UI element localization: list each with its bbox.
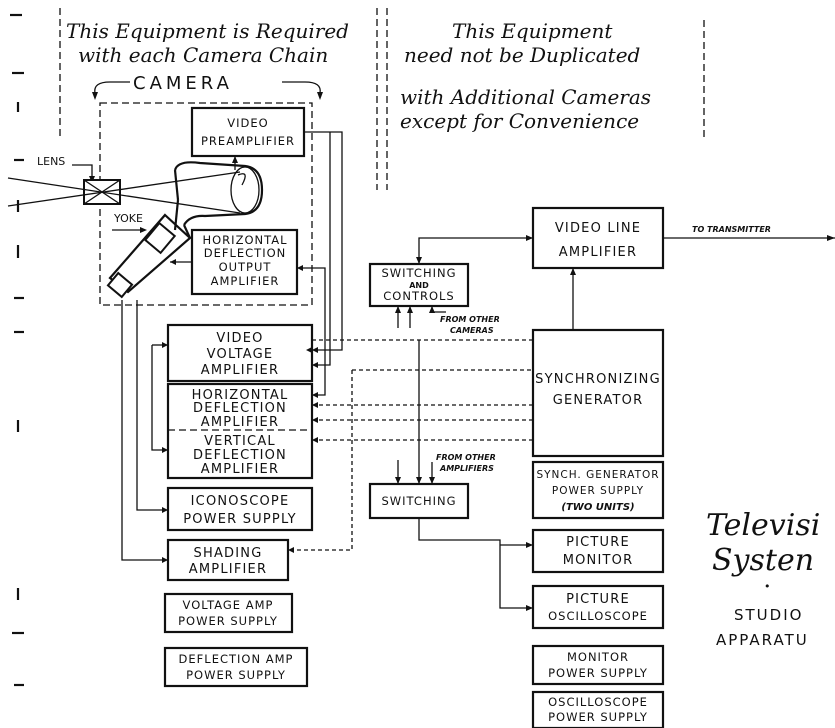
header-right-line1: This Equipment xyxy=(452,19,613,43)
video-preamp-line2: PREAMPLIFIER xyxy=(201,134,295,148)
lens-arrow xyxy=(72,164,93,180)
voltage-ps-line1: VOLTAGE AMP xyxy=(183,598,274,612)
caption-line3: STUDIO xyxy=(734,606,803,624)
from-other-cameras-line1: FROM OTHER xyxy=(440,315,500,324)
sw-controls-line1: SWITCHING xyxy=(382,266,457,280)
picture-oscilloscope-box: PICTURE OSCILLOSCOPE xyxy=(531,584,665,630)
vert-defl-line2: DEFLECTION xyxy=(193,448,287,463)
iconoscope-tube-icon xyxy=(106,161,264,299)
left-margin-fragments xyxy=(10,13,24,687)
voltage-ps-line2: POWER SUPPLY xyxy=(178,614,278,628)
header-left-line2: with each Camera Chain xyxy=(78,43,328,67)
horiz-output-box: HORIZONTAL DEFLECTION OUTPUT AMPLIFIER xyxy=(190,228,299,296)
from-other-amps-line1: FROM OTHER xyxy=(436,453,496,462)
from-other-cameras-line2: CAMERAS xyxy=(450,326,494,335)
sync-ps-box: SYNCH. GENERATOR POWER SUPPLY (TWO UNITS… xyxy=(531,460,665,520)
to-transmitter-label: TO TRANSMITTER xyxy=(692,225,771,234)
sync-ps-line3: (TWO UNITS) xyxy=(561,502,634,513)
vert-defl-line1: VERTICAL xyxy=(204,434,276,449)
pic-osc-line2: OSCILLOSCOPE xyxy=(548,609,648,623)
camera-bracket-right xyxy=(282,81,321,94)
video-voltage-box: VIDEO VOLTAGE AMPLIFIER xyxy=(166,323,314,383)
osc-ps-line1: OSCILLOSCOPE xyxy=(548,695,648,709)
video-preamp-line1: VIDEO xyxy=(227,116,268,130)
monitor-ps-box: MONITOR POWER SUPPLY xyxy=(531,644,665,686)
arrowheads xyxy=(162,156,835,611)
lens-label: LENS xyxy=(37,155,65,168)
caption-line2: Systen xyxy=(712,543,814,578)
sync-gen-line2: GENERATOR xyxy=(553,393,644,408)
defl-ps-line1: DEFLECTION AMP xyxy=(179,652,294,666)
monitor-ps-line1: MONITOR xyxy=(567,650,629,664)
video-line-line2: AMPLIFIER xyxy=(559,245,637,260)
horiz-output-line2: DEFLECTION xyxy=(204,246,287,260)
video-line-line1: VIDEO LINE xyxy=(555,221,641,236)
caption-line4: APPARATU xyxy=(716,631,809,649)
switching-box: SWITCHING xyxy=(368,482,470,520)
sw-controls-line2: AND xyxy=(409,281,429,290)
oscilloscope-ps-box: OSCILLOSCOPE POWER SUPPLY xyxy=(531,690,665,728)
horiz-defl-line1: HORIZONTAL xyxy=(192,388,289,403)
caption-bullet: • xyxy=(764,580,771,593)
monitor-ps-line2: POWER SUPPLY xyxy=(548,666,648,680)
header-left-line1: This Equipment is Required xyxy=(66,19,349,43)
osc-ps-line2: POWER SUPPLY xyxy=(548,710,648,724)
header-right-line2: need not be Duplicated xyxy=(404,43,640,67)
pic-osc-line1: PICTURE xyxy=(566,592,630,607)
camera-bracket-left xyxy=(94,81,130,94)
iconoscope-ps-box: ICONOSCOPE POWER SUPPLY xyxy=(166,486,314,532)
switching-controls-box: SWITCHING AND CONTROLS xyxy=(368,262,470,308)
deflection-box: HORIZONTAL DEFLECTION AMPLIFIER VERTICAL… xyxy=(166,382,314,480)
picture-monitor-box: PICTURE MONITOR xyxy=(531,528,665,574)
video-voltage-line1: VIDEO xyxy=(216,331,263,346)
video-voltage-line3: AMPLIFIER xyxy=(201,363,279,378)
vert-defl-line3: AMPLIFIER xyxy=(201,462,279,477)
horiz-output-line1: HORIZONTAL xyxy=(202,233,287,247)
video-voltage-line2: VOLTAGE xyxy=(207,347,274,362)
sw-controls-line3: CONTROLS xyxy=(383,289,454,303)
voltage-ps-box: VOLTAGE AMP POWER SUPPLY xyxy=(163,592,294,634)
yoke-label: YOKE xyxy=(113,212,143,225)
pic-monitor-line2: MONITOR xyxy=(563,553,634,568)
horiz-output-line4: AMPLIFIER xyxy=(211,274,280,288)
deflection-ps-box: DEFLECTION AMP POWER SUPPLY xyxy=(163,646,309,688)
horiz-output-line3: OUTPUT xyxy=(219,260,272,274)
sync-generator-box: SYNCHRONIZING GENERATOR xyxy=(531,328,665,458)
switching-label: SWITCHING xyxy=(382,494,457,508)
camera-label: CAMERA xyxy=(133,73,233,94)
icono-ps-line1: ICONOSCOPE xyxy=(191,494,290,509)
sync-ps-line1: SYNCH. GENERATOR xyxy=(536,469,659,481)
shading-line1: SHADING xyxy=(194,546,263,561)
icono-ps-line2: POWER SUPPLY xyxy=(183,512,297,527)
pic-monitor-line1: PICTURE xyxy=(566,535,630,550)
shading-line2: AMPLIFIER xyxy=(189,562,267,577)
shading-box: SHADING AMPLIFIER xyxy=(166,538,290,582)
header-right-line3: with Additional Cameras xyxy=(400,85,651,109)
header-right-line4: except for Convenience xyxy=(400,109,639,133)
caption-line1: Televisi xyxy=(706,508,820,543)
video-line-amp-box: VIDEO LINE AMPLIFIER xyxy=(531,206,665,270)
from-other-amps-line2: AMPLIFIERS xyxy=(439,464,494,473)
sync-ps-line2: POWER SUPPLY xyxy=(552,485,644,497)
video-preamp-box: VIDEO PREAMPLIFIER xyxy=(190,106,306,158)
sync-gen-line1: SYNCHRONIZING xyxy=(535,372,661,387)
horiz-defl-line2: DEFLECTION xyxy=(193,401,287,416)
horiz-defl-line3: AMPLIFIER xyxy=(201,415,279,430)
defl-ps-line2: POWER SUPPLY xyxy=(186,668,286,682)
